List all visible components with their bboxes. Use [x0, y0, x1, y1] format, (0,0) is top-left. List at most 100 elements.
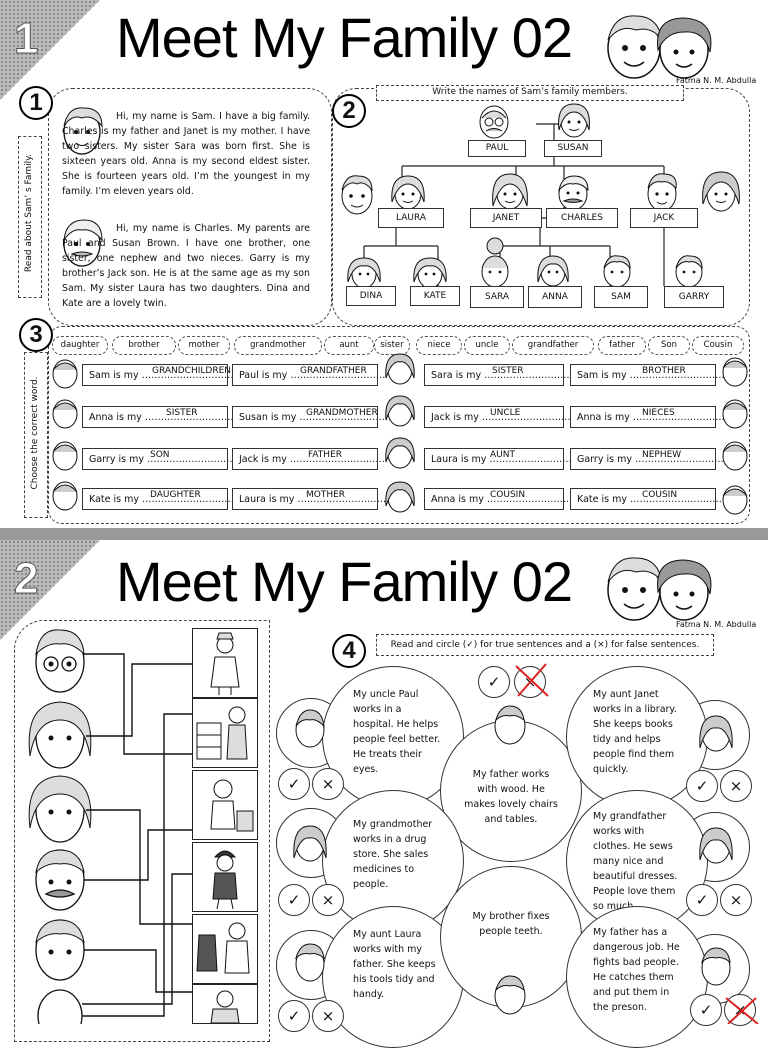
answer-text[interactable]: DAUGHTER: [150, 490, 201, 500]
sentence-row: Susan is my …………………………: [232, 406, 394, 428]
cross-option[interactable]: ×: [312, 884, 344, 916]
cross-option[interactable]: ×: [312, 768, 344, 800]
tree-name-paul[interactable]: PAUL: [468, 140, 526, 157]
section4-number-badge: 4: [332, 634, 366, 668]
answer-text[interactable]: BROTHER: [642, 366, 686, 376]
word-bank-item[interactable]: sister: [374, 336, 410, 355]
pharmacist-icon: [210, 990, 240, 1024]
word-bank-item[interactable]: grandmother: [234, 336, 322, 355]
statement-text: My father has a dangerous job. He fights…: [593, 927, 680, 1013]
sentence-prompt: Paul is my: [239, 370, 288, 381]
sentence-prompt: Sara is my: [431, 370, 482, 381]
tree-name-susan[interactable]: SUSAN: [544, 140, 602, 157]
charles-face-icon: [63, 219, 103, 267]
word-bank-item[interactable]: aunt: [324, 336, 374, 355]
tree-name-dina[interactable]: DINA: [346, 286, 396, 306]
section3-box: [48, 326, 750, 524]
row-faces-right-icon: [722, 357, 748, 515]
page2-title: Meet My Family 02: [116, 550, 573, 613]
tree-name-laura[interactable]: LAURA: [378, 208, 444, 228]
cross-option[interactable]: ×: [720, 884, 752, 916]
cross-option[interactable]: ×: [720, 770, 752, 802]
job-picture-nurse[interactable]: [192, 628, 258, 698]
answer-text[interactable]: FATHER: [308, 450, 343, 460]
answer-text[interactable]: UNCLE: [490, 408, 521, 418]
sentence-prompt: Anna is my: [89, 412, 142, 423]
word-bank-item[interactable]: father: [598, 336, 646, 355]
tick-option[interactable]: ✓: [690, 994, 722, 1026]
word-bank-item[interactable]: Son: [648, 336, 690, 355]
page2-corner-tab: 2: [0, 540, 100, 640]
page-separator: [0, 528, 768, 540]
answer-text[interactable]: SISTER: [492, 366, 524, 376]
tree-name-garry[interactable]: GARRY: [664, 286, 724, 308]
tick-option[interactable]: ✓: [278, 768, 310, 800]
sentence-row: Sara is my …………………………: [424, 364, 579, 386]
answer-text[interactable]: SON: [150, 450, 170, 460]
sentence-prompt: Anna is my: [431, 494, 484, 505]
tree-name-charles[interactable]: CHARLES: [546, 208, 618, 228]
cross-option[interactable]: ×: [312, 1000, 344, 1032]
tree-name-anna[interactable]: ANNA: [528, 286, 582, 308]
word-bank-item[interactable]: uncle: [464, 336, 510, 355]
sentence-prompt: Laura is my: [239, 494, 295, 505]
matching-faces-and-lines: [28, 629, 192, 1024]
answer-text[interactable]: COUSIN: [642, 490, 678, 500]
tick-option[interactable]: ✓: [278, 1000, 310, 1032]
section3-side-label: Choose the correct word.: [30, 376, 40, 490]
tick-option[interactable]: ✓: [686, 770, 718, 802]
section1-side-label: Read about Sam’ s Family.: [24, 153, 34, 273]
sentence-row: Garry is my …………………………: [570, 448, 730, 470]
section1-reading-box: [48, 88, 332, 326]
red-cross-mark-icon: [515, 663, 549, 697]
tree-name-sam[interactable]: SAM: [594, 286, 648, 308]
answer-text[interactable]: NEPHEW: [642, 450, 682, 460]
tree-name-kate[interactable]: KATE: [410, 286, 460, 306]
answer-text[interactable]: MOTHER: [306, 490, 346, 500]
answer-text[interactable]: GRANDCHILDREN: [152, 366, 232, 376]
sentence-prompt: Anna is my: [577, 412, 630, 423]
tick-option[interactable]: ✓: [478, 666, 510, 698]
answer-text[interactable]: NIECES: [642, 408, 675, 418]
word-bank-item[interactable]: Cousin: [692, 336, 744, 355]
sentence-row: Laura is my …………………………: [232, 488, 392, 510]
job-picture-tailor[interactable]: [192, 914, 258, 984]
firefighter-icon: [212, 850, 238, 910]
page2-corner-number: 2: [13, 554, 39, 604]
word-bank-item[interactable]: grandfather: [512, 336, 594, 355]
sam-intro-text: Hi, my name is Sam. I have a big family.…: [62, 111, 310, 197]
word-bank-item[interactable]: daughter: [52, 336, 108, 355]
word-bank-item[interactable]: brother: [112, 336, 176, 355]
job-picture-firefighter[interactable]: [192, 842, 258, 912]
title-family-faces-icon: [607, 15, 712, 79]
laura-face-icon: [391, 175, 425, 210]
page1-author: Fatma N. M. Abdulla: [676, 76, 757, 85]
title-family-faces-icon: [607, 557, 712, 621]
jack-face-icon: [647, 173, 677, 212]
sentence-row: Sam is my …………………………: [82, 364, 237, 386]
job-picture-dentist[interactable]: [192, 770, 258, 840]
tick-option[interactable]: ✓: [278, 884, 310, 916]
tick-option[interactable]: ✓: [686, 884, 718, 916]
word-bank-item[interactable]: niece: [416, 336, 462, 355]
answer-text[interactable]: GRANDMOTHER: [306, 408, 378, 418]
statement-text: My aunt Laura works with my father. She …: [353, 929, 436, 1000]
job-picture-librarian[interactable]: [192, 698, 258, 768]
tree-name-sara[interactable]: SARA: [470, 286, 524, 308]
bubble-faces-icon: [293, 705, 733, 1015]
answer-text[interactable]: GRANDFATHER: [300, 366, 367, 376]
tree-name-jack[interactable]: JACK: [630, 208, 698, 228]
sentence-prompt: Jack is my: [431, 412, 479, 423]
word-bank-item[interactable]: mother: [178, 336, 230, 355]
dina-face-icon: [347, 257, 381, 289]
job-picture-pharmacist[interactable]: [192, 984, 258, 1024]
answer-text[interactable]: SISTER: [166, 408, 198, 418]
paul-face-icon: [479, 105, 509, 139]
tree-name-janet[interactable]: JANET: [470, 208, 542, 228]
statement-text: My father works with wood. He makes love…: [464, 769, 558, 825]
answer-text[interactable]: AUNT: [490, 450, 515, 460]
answer-text[interactable]: COUSIN: [490, 490, 526, 500]
section1-number-badge: 1: [19, 86, 53, 120]
sentence-row: Jack is my …………………………: [232, 448, 385, 470]
section1-side-label-box: [18, 136, 42, 298]
